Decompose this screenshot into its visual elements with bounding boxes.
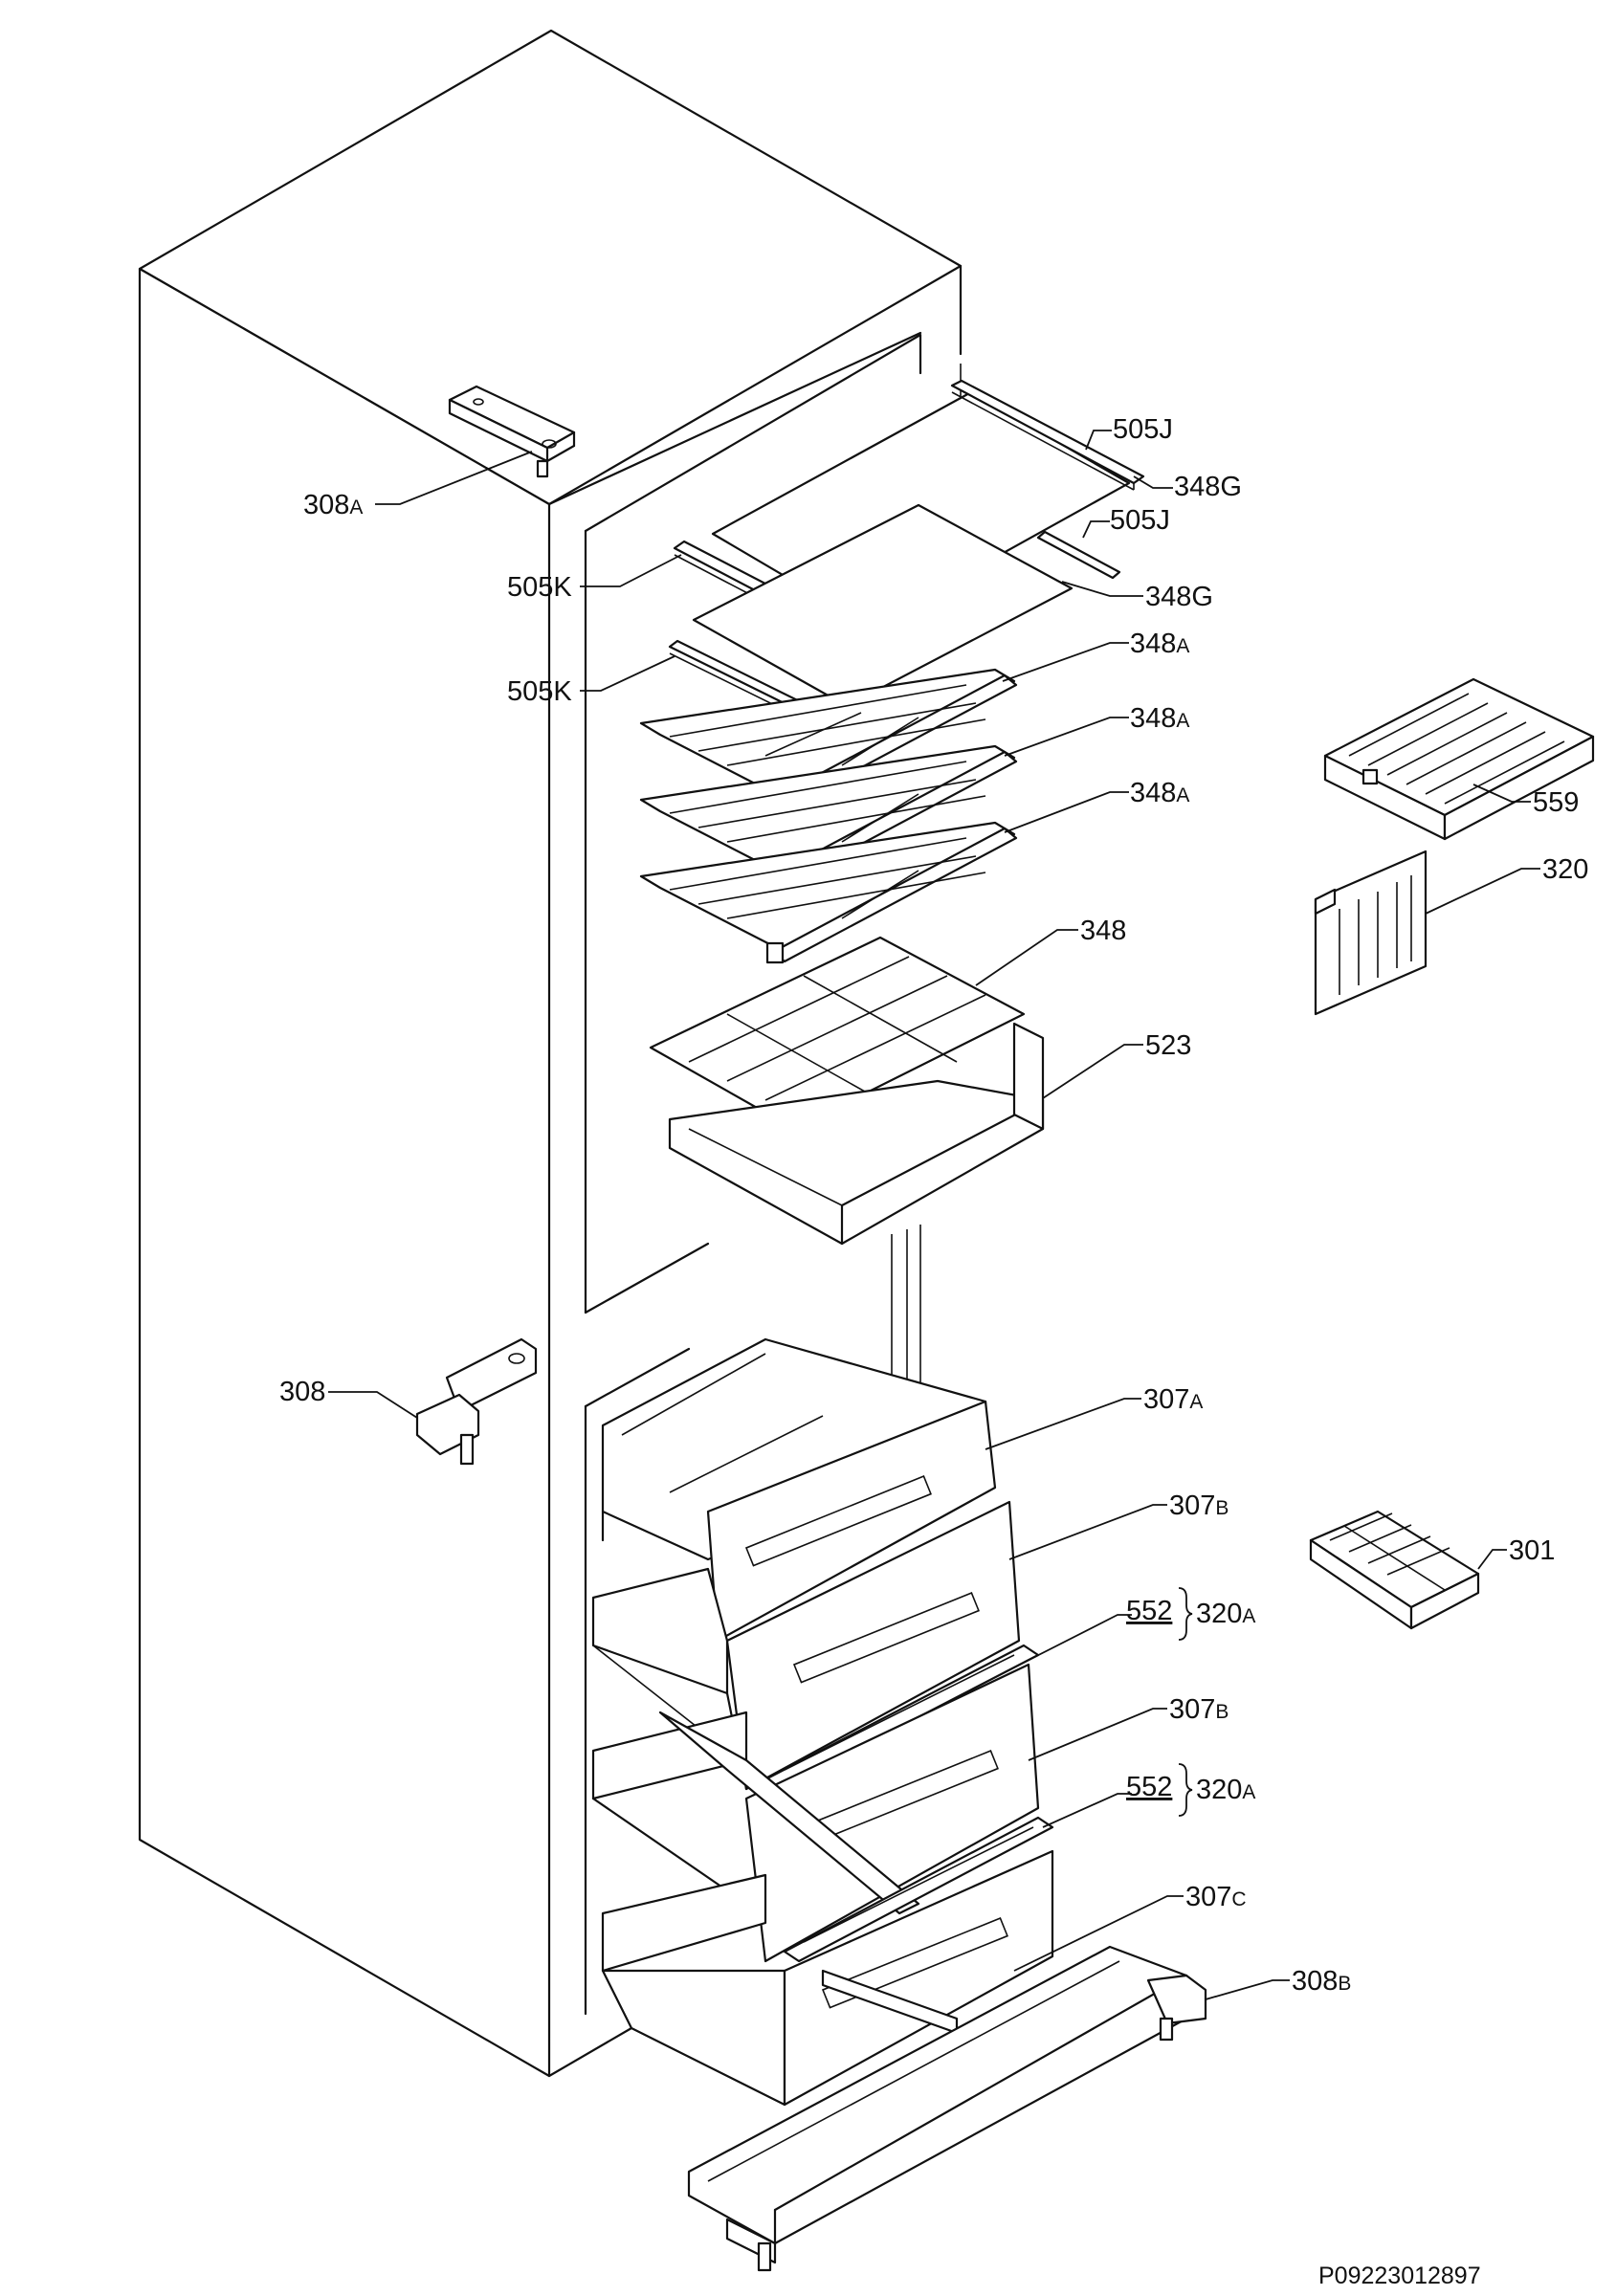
brace-symbols <box>1178 1587 1193 1817</box>
cabinet-body <box>138 29 963 2078</box>
callout-308a: 308A <box>303 490 363 520</box>
middle-hinge-part <box>415 1337 538 1466</box>
freezer-drawer-lower <box>591 1663 1040 1963</box>
callout-320a-lower: 320A <box>1196 1775 1255 1805</box>
callout-523: 523 <box>1145 1030 1191 1061</box>
ice-tray-cover <box>1323 677 1595 841</box>
callout-308b: 308B <box>1292 1966 1351 1997</box>
wire-shelf-bottom <box>649 936 1026 1131</box>
crisper-tray <box>668 1022 1045 1246</box>
freezer-drawer-middle <box>591 1500 1021 1791</box>
callout-301: 301 <box>1509 1535 1555 1566</box>
bottom-hinge-bracket <box>687 1945 1207 2272</box>
callout-505j-lower: 505J <box>1110 505 1170 536</box>
callout-308: 308 <box>279 1377 325 1407</box>
freezer-shelf-552-lower <box>783 1816 1054 1963</box>
callout-348g-upper: 348G <box>1174 472 1242 502</box>
callout-552-lower: 552 <box>1126 1772 1172 1802</box>
top-hinge-part <box>448 385 576 478</box>
callout-307b-lower: 307B <box>1169 1694 1229 1725</box>
callout-505j-upper: 505J <box>1113 414 1173 445</box>
callout-348a-3: 348A <box>1130 778 1189 808</box>
ice-cube-tray <box>1309 1510 1480 1630</box>
callout-505k-lower: 505K <box>507 676 572 707</box>
callout-320: 320 <box>1542 854 1588 885</box>
freezer-drawer-bottom <box>601 1849 1054 2107</box>
callout-307c: 307C <box>1185 1882 1247 1912</box>
callout-320a-upper: 320A <box>1196 1599 1255 1629</box>
callout-348a-2: 348A <box>1130 703 1189 734</box>
callout-307a: 307A <box>1143 1384 1203 1415</box>
wire-shelf-3 <box>639 821 1018 964</box>
callout-552-upper: 552 <box>1126 1596 1172 1626</box>
document-code: P09223012897 <box>1318 2263 1481 2289</box>
callout-505k-upper: 505K <box>507 572 572 603</box>
callout-348g-lower: 348G <box>1145 582 1213 612</box>
callout-348a-1: 348A <box>1130 629 1189 659</box>
air-vent-grille <box>1314 850 1428 1016</box>
callout-labels: 308A 505J 348G 505J 505K 348G 505K 348A … <box>279 414 1588 1997</box>
callout-348: 348 <box>1080 916 1126 946</box>
callout-307b-upper: 307B <box>1169 1490 1229 1521</box>
leader-lines <box>328 430 1540 2000</box>
callout-559: 559 <box>1533 787 1579 818</box>
